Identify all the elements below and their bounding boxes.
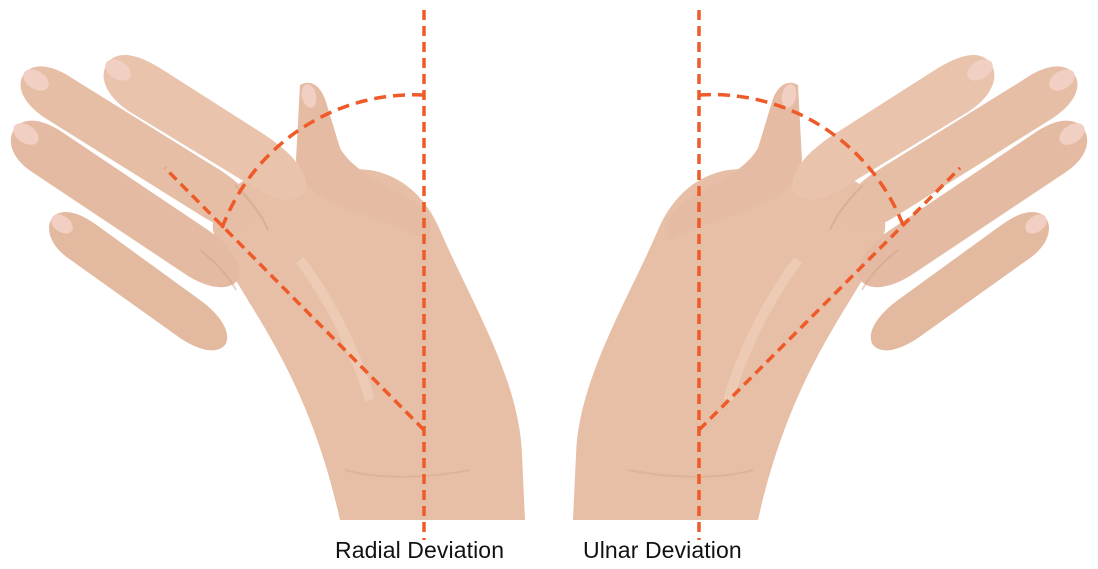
radial-deviation-caption: Radial Deviation bbox=[335, 537, 504, 564]
right-hand-panel bbox=[573, 10, 1089, 540]
hand-dorsal-ulnar-icon bbox=[573, 55, 1089, 520]
left-hand-panel bbox=[9, 10, 525, 540]
ulnar-deviation-caption: Ulnar Deviation bbox=[583, 537, 742, 564]
hand-dorsal-radial-icon bbox=[9, 55, 525, 520]
